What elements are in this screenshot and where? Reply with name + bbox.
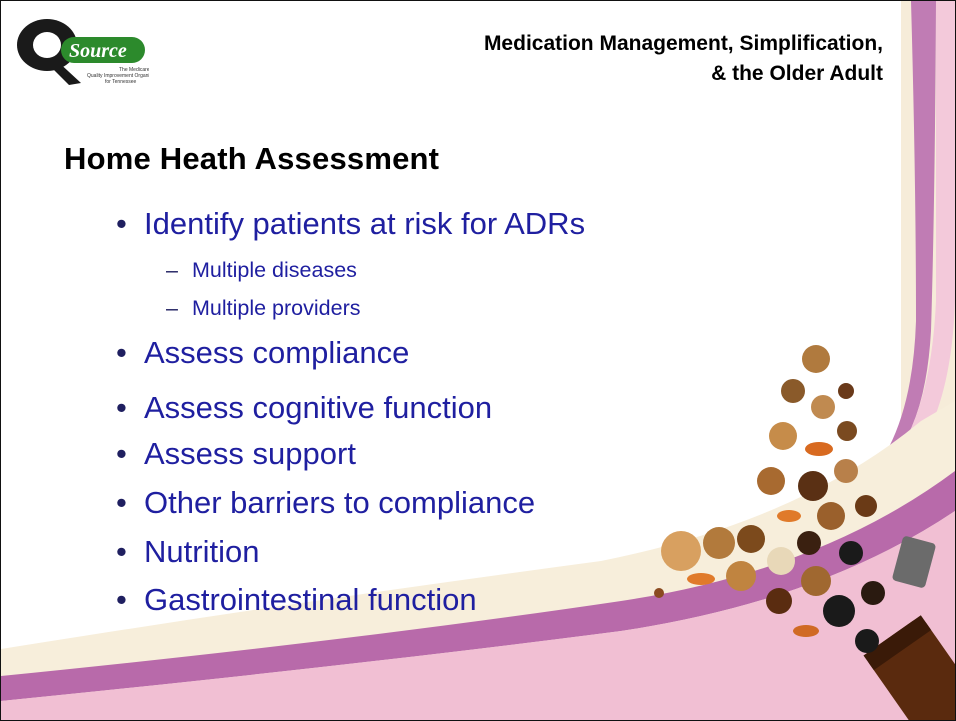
header-title: Medication Management, Simplification, &…: [323, 29, 883, 89]
bottom-pink-swoosh: [1, 511, 955, 720]
qsource-logo: Source The Medicare Quality Improvement …: [17, 19, 149, 85]
slide-title: Home Heath Assessment: [64, 141, 440, 176]
svg-text:The Medicare: The Medicare: [119, 67, 149, 73]
bottom-purple-swoosh: [1, 471, 955, 701]
bottle-cap: [892, 536, 936, 588]
pill-bottle: [863, 615, 955, 720]
right-pink-band: [891, 1, 955, 471]
svg-text:for Tennessee: for Tennessee: [105, 79, 137, 85]
header-line-1: Medication Management, Simplification,: [483, 32, 883, 55]
right-purple-band: [881, 1, 936, 461]
svg-text:Quality Improvement Organizati: Quality Improvement Organization: [87, 73, 149, 79]
pills-illustration: [654, 345, 955, 720]
header-line-2: & the Older Adult: [711, 62, 883, 85]
logo-wordmark: Source: [69, 40, 127, 62]
